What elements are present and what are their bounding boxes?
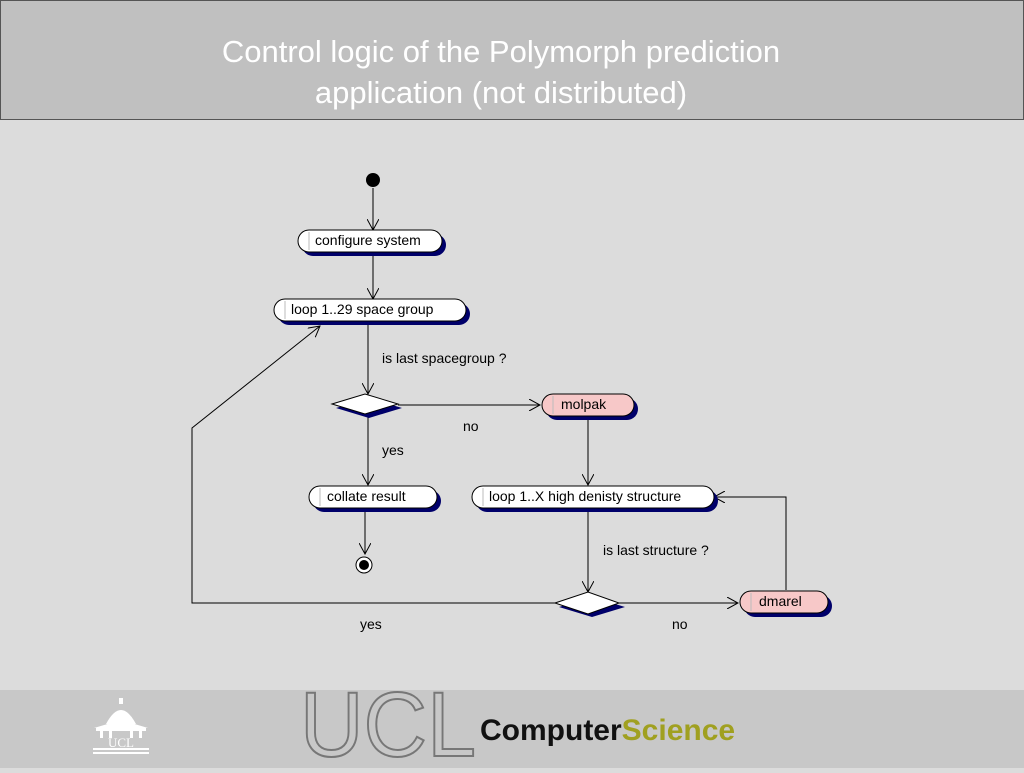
wordmark-science: Science xyxy=(622,714,735,747)
end-node xyxy=(355,556,373,574)
label-yes-2: yes xyxy=(360,616,382,632)
decision-structure xyxy=(553,591,625,617)
label-is-last-spacegroup: is last spacegroup ? xyxy=(382,350,507,366)
decision-spacegroup xyxy=(330,393,402,418)
title-bar: Control logic of the Polymorph predictio… xyxy=(0,0,1024,120)
start-node xyxy=(366,173,380,187)
activity-diagram: configure system loop 1..29 space group … xyxy=(191,173,832,632)
node-configure-label: configure system xyxy=(315,232,421,248)
edge-dmarel-loopstruct xyxy=(714,497,787,590)
ucl-crest-logo: UCL xyxy=(93,698,149,754)
label-no-2: no xyxy=(672,616,688,632)
label-is-last-structure: is last structure ? xyxy=(603,542,709,558)
node-molpak: molpak xyxy=(541,393,638,420)
label-no-1: no xyxy=(463,418,479,434)
edge-decision2-loop xyxy=(191,326,555,604)
node-loop-spacegroup: loop 1..29 space group xyxy=(273,298,470,325)
slide-title: Control logic of the Polymorph predictio… xyxy=(1,31,1001,113)
crest-text: UCL xyxy=(108,735,134,750)
node-loop-structure: loop 1..X high denisty structure xyxy=(471,485,718,512)
computer-science-wordmark: ComputerScience xyxy=(480,714,735,747)
label-yes-1: yes xyxy=(382,442,404,458)
slide-title-line-1: Control logic of the Polymorph predictio… xyxy=(221,34,781,69)
slide-title-line-2: application (not distributed) xyxy=(314,75,688,110)
node-collate-result: collate result xyxy=(308,485,441,512)
node-configure-system: configure system xyxy=(297,229,446,256)
wordmark-computer: Computer xyxy=(480,714,622,747)
node-loop-spacegroup-label: loop 1..29 space group xyxy=(291,301,434,317)
node-molpak-label: molpak xyxy=(561,396,607,412)
node-dmarel-label: dmarel xyxy=(759,593,802,609)
ucl-wordmark: UCL xyxy=(300,690,476,768)
footer-bar: UCL UCL ComputerScience xyxy=(0,673,1024,773)
node-loop-structure-label: loop 1..X high denisty structure xyxy=(489,488,681,504)
node-dmarel: dmarel xyxy=(739,590,832,617)
footer-graphics: UCL UCL ComputerScience xyxy=(93,673,735,773)
edges xyxy=(191,188,787,604)
node-collate-label: collate result xyxy=(327,488,406,504)
